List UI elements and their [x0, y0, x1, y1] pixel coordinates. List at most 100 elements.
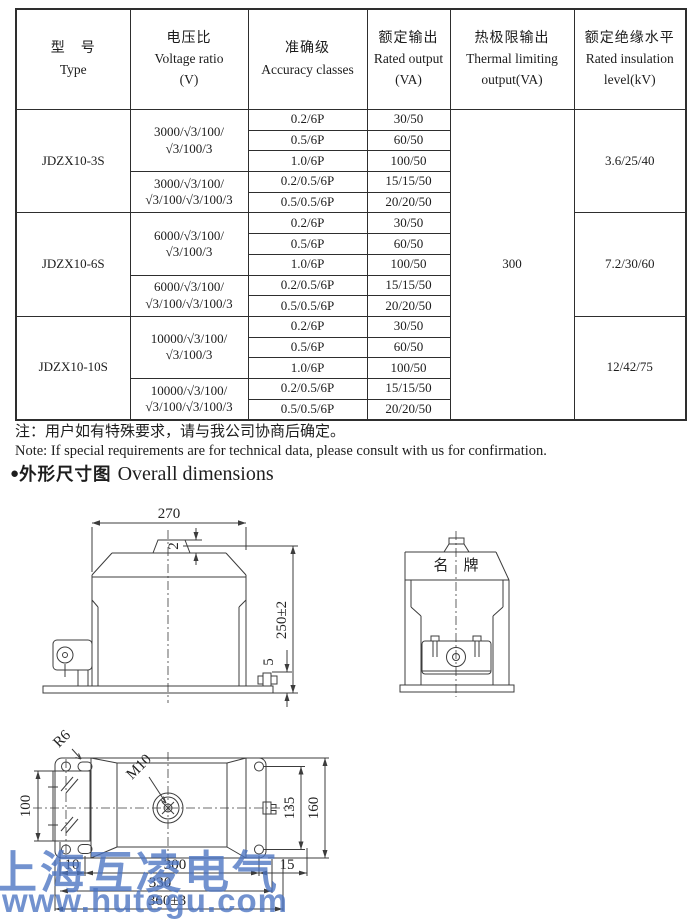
dim-250: 250±2 [274, 601, 290, 639]
rated-output-cell: 60/50 [366, 129, 451, 152]
header-output-zh: 额定输出 [378, 30, 439, 46]
rated-output-cell: 20/20/50 [366, 191, 451, 214]
type-cell: JDZX10-6S [15, 212, 131, 317]
rated-output-cell: 30/50 [366, 109, 451, 131]
header-insulation-unit: level(kV) [603, 72, 656, 88]
terminal-bracket [421, 640, 492, 675]
table-row: 0.5/0.5/6P 20/20/50 [16, 295, 686, 317]
voltage-ratio-cell: 10000/√3/100/ √3/100/3 [129, 315, 249, 379]
header-voltage-unit: (V) [179, 72, 199, 88]
dim-360: 360±3 [148, 893, 186, 909]
ratio-line: 6000/√3/100/ [154, 227, 224, 243]
header-thermal: 热极限输出 Thermal limiting output(VA) [449, 8, 575, 110]
header-insulation-zh: 额定绝缘水平 [584, 30, 675, 46]
accuracy-cell: 1.0/6P [247, 253, 368, 276]
dim-160: 160 [306, 797, 322, 820]
ratio-line: 3000/√3/100/ [154, 176, 224, 191]
dim-330: 330 [149, 875, 172, 891]
header-type-zh: 型 号 [50, 41, 96, 57]
rated-output-cell: 30/50 [366, 212, 451, 235]
table-row: JDZX10-10S 10000/√3/100/ √3/100/3 0.2/6P… [15, 315, 687, 421]
rated-output-cell: 100/50 [366, 357, 451, 379]
rated-output-cell: 15/15/50 [366, 171, 451, 193]
base-plate [399, 684, 515, 693]
notes-block: 注：用户如有特殊要求，请与我公司协商后确定。 Note: If special … [15, 423, 547, 461]
header-thermal-zh: 热极限输出 [474, 30, 550, 46]
table-row: JDZX10-6S 6000/√3/100/ √3/100/3 0.2/6P 3… [15, 212, 687, 317]
spec-table: 型 号 Type 电压比 Voltage ratio (V) 准确级 Accur… [15, 8, 687, 421]
watermark-company: 上海互凌电气 [0, 847, 281, 898]
ratio-line: 10000/√3/100/ [150, 382, 228, 398]
header-accuracy-zh: 准确级 [285, 41, 330, 57]
note-en: Note: If special requirements are for te… [15, 443, 547, 459]
ratio-line: √3/100/3 [165, 140, 213, 156]
ratio-line: √3/100/√3/100/3 [145, 398, 233, 414]
table-row: 0.5/6P 60/50 [16, 336, 686, 359]
voltage-ratio-cell: 3000/√3/100/ √3/100/3 [129, 108, 249, 173]
voltage-ratio-cell: 10000/√3/100/ √3/100/√3/100/3 [129, 377, 249, 421]
ratio-line: √3/100/3 [165, 243, 213, 259]
top-view-drawing: M10 R6 100 135 160 10 300 15 [18, 727, 329, 912]
type-cell: JDZX10-3S [15, 108, 131, 214]
front-view-drawing: 270 2 5 250±2 [42, 506, 298, 707]
spec-table-container: 型 号 Type 电压比 Voltage ratio (V) 准确级 Accur… [15, 8, 687, 421]
accuracy-cell: 0.5/0.5/6P [247, 398, 368, 421]
accuracy-cell: 0.2/6P [247, 109, 368, 131]
table-row: 10000/√3/100/ √3/100/√3/100/3 0.2/0.5/6P… [16, 377, 686, 421]
earth-bolt [257, 672, 278, 687]
ratio-line: 6000/√3/100/ [154, 279, 224, 295]
ratio-line: 3000/√3/100/ [154, 124, 224, 140]
type-cell: JDZX10-10S [15, 315, 131, 421]
insulation-cell: 12/42/75 [573, 315, 687, 421]
dim-270: 270 [158, 506, 181, 522]
ratio-line: √3/100/√3/100/3 [145, 192, 233, 208]
header-rated-output: 额定输出 Rated output (VA) [366, 8, 451, 110]
note-zh: 注：用户如有特殊要求，请与我公司协商后确定。 [15, 424, 346, 440]
rated-output-cell: 20/20/50 [366, 398, 451, 421]
terminal-bump [443, 543, 470, 553]
table-row: 3000/√3/100/ √3/100/√3/100/3 0.2/0.5/6P … [16, 171, 686, 214]
section-bullet-icon: ● [10, 466, 20, 482]
voltage-ratio-cell: 6000/√3/100/ √3/100/3 [129, 212, 249, 276]
accuracy-cell: 0.5/6P [247, 129, 368, 152]
mounting-slot [77, 844, 93, 854]
rated-output-cell: 100/50 [366, 150, 451, 173]
side-view-drawing: 名 牌 [399, 531, 515, 697]
accuracy-cell: 0.2/0.5/6P [247, 377, 368, 400]
dim-300: 300 [164, 857, 187, 873]
thermal-output-cell: 300 [449, 108, 575, 421]
header-insulation-en: Rated insulation [585, 51, 674, 67]
label-r6: R6 [50, 727, 74, 751]
header-thermal-en: Thermal limiting [466, 51, 558, 67]
header-thermal-unit: output(VA) [481, 72, 543, 88]
accuracy-cell: 0.2/6P [247, 315, 368, 338]
rated-output-cell: 60/50 [366, 336, 451, 359]
header-voltage-ratio: 电压比 Voltage ratio (V) [129, 8, 249, 110]
dim-10: 10 [65, 857, 80, 873]
header-row: 型 号 Type 电压比 Voltage ratio (V) 准确级 Accur… [15, 8, 687, 110]
dim-15: 15 [280, 857, 295, 873]
nameplate-label: 名 牌 [433, 557, 478, 574]
accuracy-cell: 0.2/6P [247, 212, 368, 235]
header-type: 型 号 Type [15, 8, 131, 110]
table-row: 1.0/6P 100/50 [16, 357, 686, 379]
header-type-en: Type [59, 61, 87, 77]
section-title-zh: 外形尺寸图 [19, 464, 112, 484]
top-face [116, 762, 228, 848]
ratio-line: √3/100/3 [165, 347, 213, 363]
accuracy-cell: 1.0/6P [247, 357, 368, 379]
rated-output-cell: 15/15/50 [366, 377, 451, 400]
dim-135: 135 [282, 797, 298, 820]
insulation-cell: 7.2/30/60 [573, 212, 687, 317]
table-row: JDZX10-3S 3000/√3/100/ √3/100/3 0.2/6P 3… [15, 108, 687, 421]
accuracy-cell: 0.5/0.5/6P [247, 295, 368, 317]
accuracy-cell: 0.2/0.5/6P [247, 274, 368, 297]
section-title-en: Overall dimensions [117, 463, 274, 485]
watermark-url: www.hutegu.com [2, 882, 288, 919]
voltage-ratio-cell: 3000/√3/100/ √3/100/√3/100/3 [129, 171, 249, 214]
terminal-cap [448, 537, 465, 545]
mounting-bracket [52, 639, 93, 671]
insulation-cell: 3.6/25/40 [573, 108, 687, 214]
